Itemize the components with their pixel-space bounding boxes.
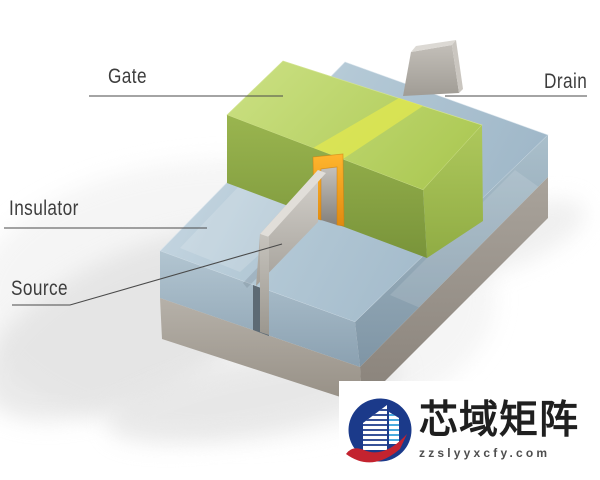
insulator-reflection-right [390,170,543,310]
drain-label: Drain [544,70,588,93]
source-leader-line [12,243,283,306]
fin-through-gate [321,167,337,225]
insulator-label: Insulator [9,197,79,220]
substrate-right-face [360,177,548,404]
gate-label: Gate [108,65,147,88]
substrate-front-face [160,298,362,404]
brand-text: 芯域矩阵 zzslyyxcfy.com [419,399,597,460]
logo-swoosh [346,434,407,463]
gate-right-face [423,125,483,258]
fin-highlight-stripe [313,98,423,159]
drain-wall-end-face [452,40,463,93]
brand-domain: zzslyyxcfy.com [419,446,551,460]
source-label: Source [11,277,69,300]
watermark: 芯域矩阵 zzslyyxcfy.com [339,381,600,480]
leader-lines [4,95,587,306]
fin-top-face [260,170,326,237]
drain-electrode [403,40,463,96]
substrate [160,177,548,404]
fin-side-face [256,170,318,286]
source-fin [256,170,326,335]
logo-building-icon [363,405,399,450]
drain-wall-side-face [403,45,459,96]
brand-name: 芯域矩阵 [419,399,580,442]
fin-end-face [260,234,269,335]
brand-logo [346,398,412,463]
drain-wall-top-face [411,40,456,52]
gate-box [226,60,483,258]
insulator-right-face [355,135,548,367]
